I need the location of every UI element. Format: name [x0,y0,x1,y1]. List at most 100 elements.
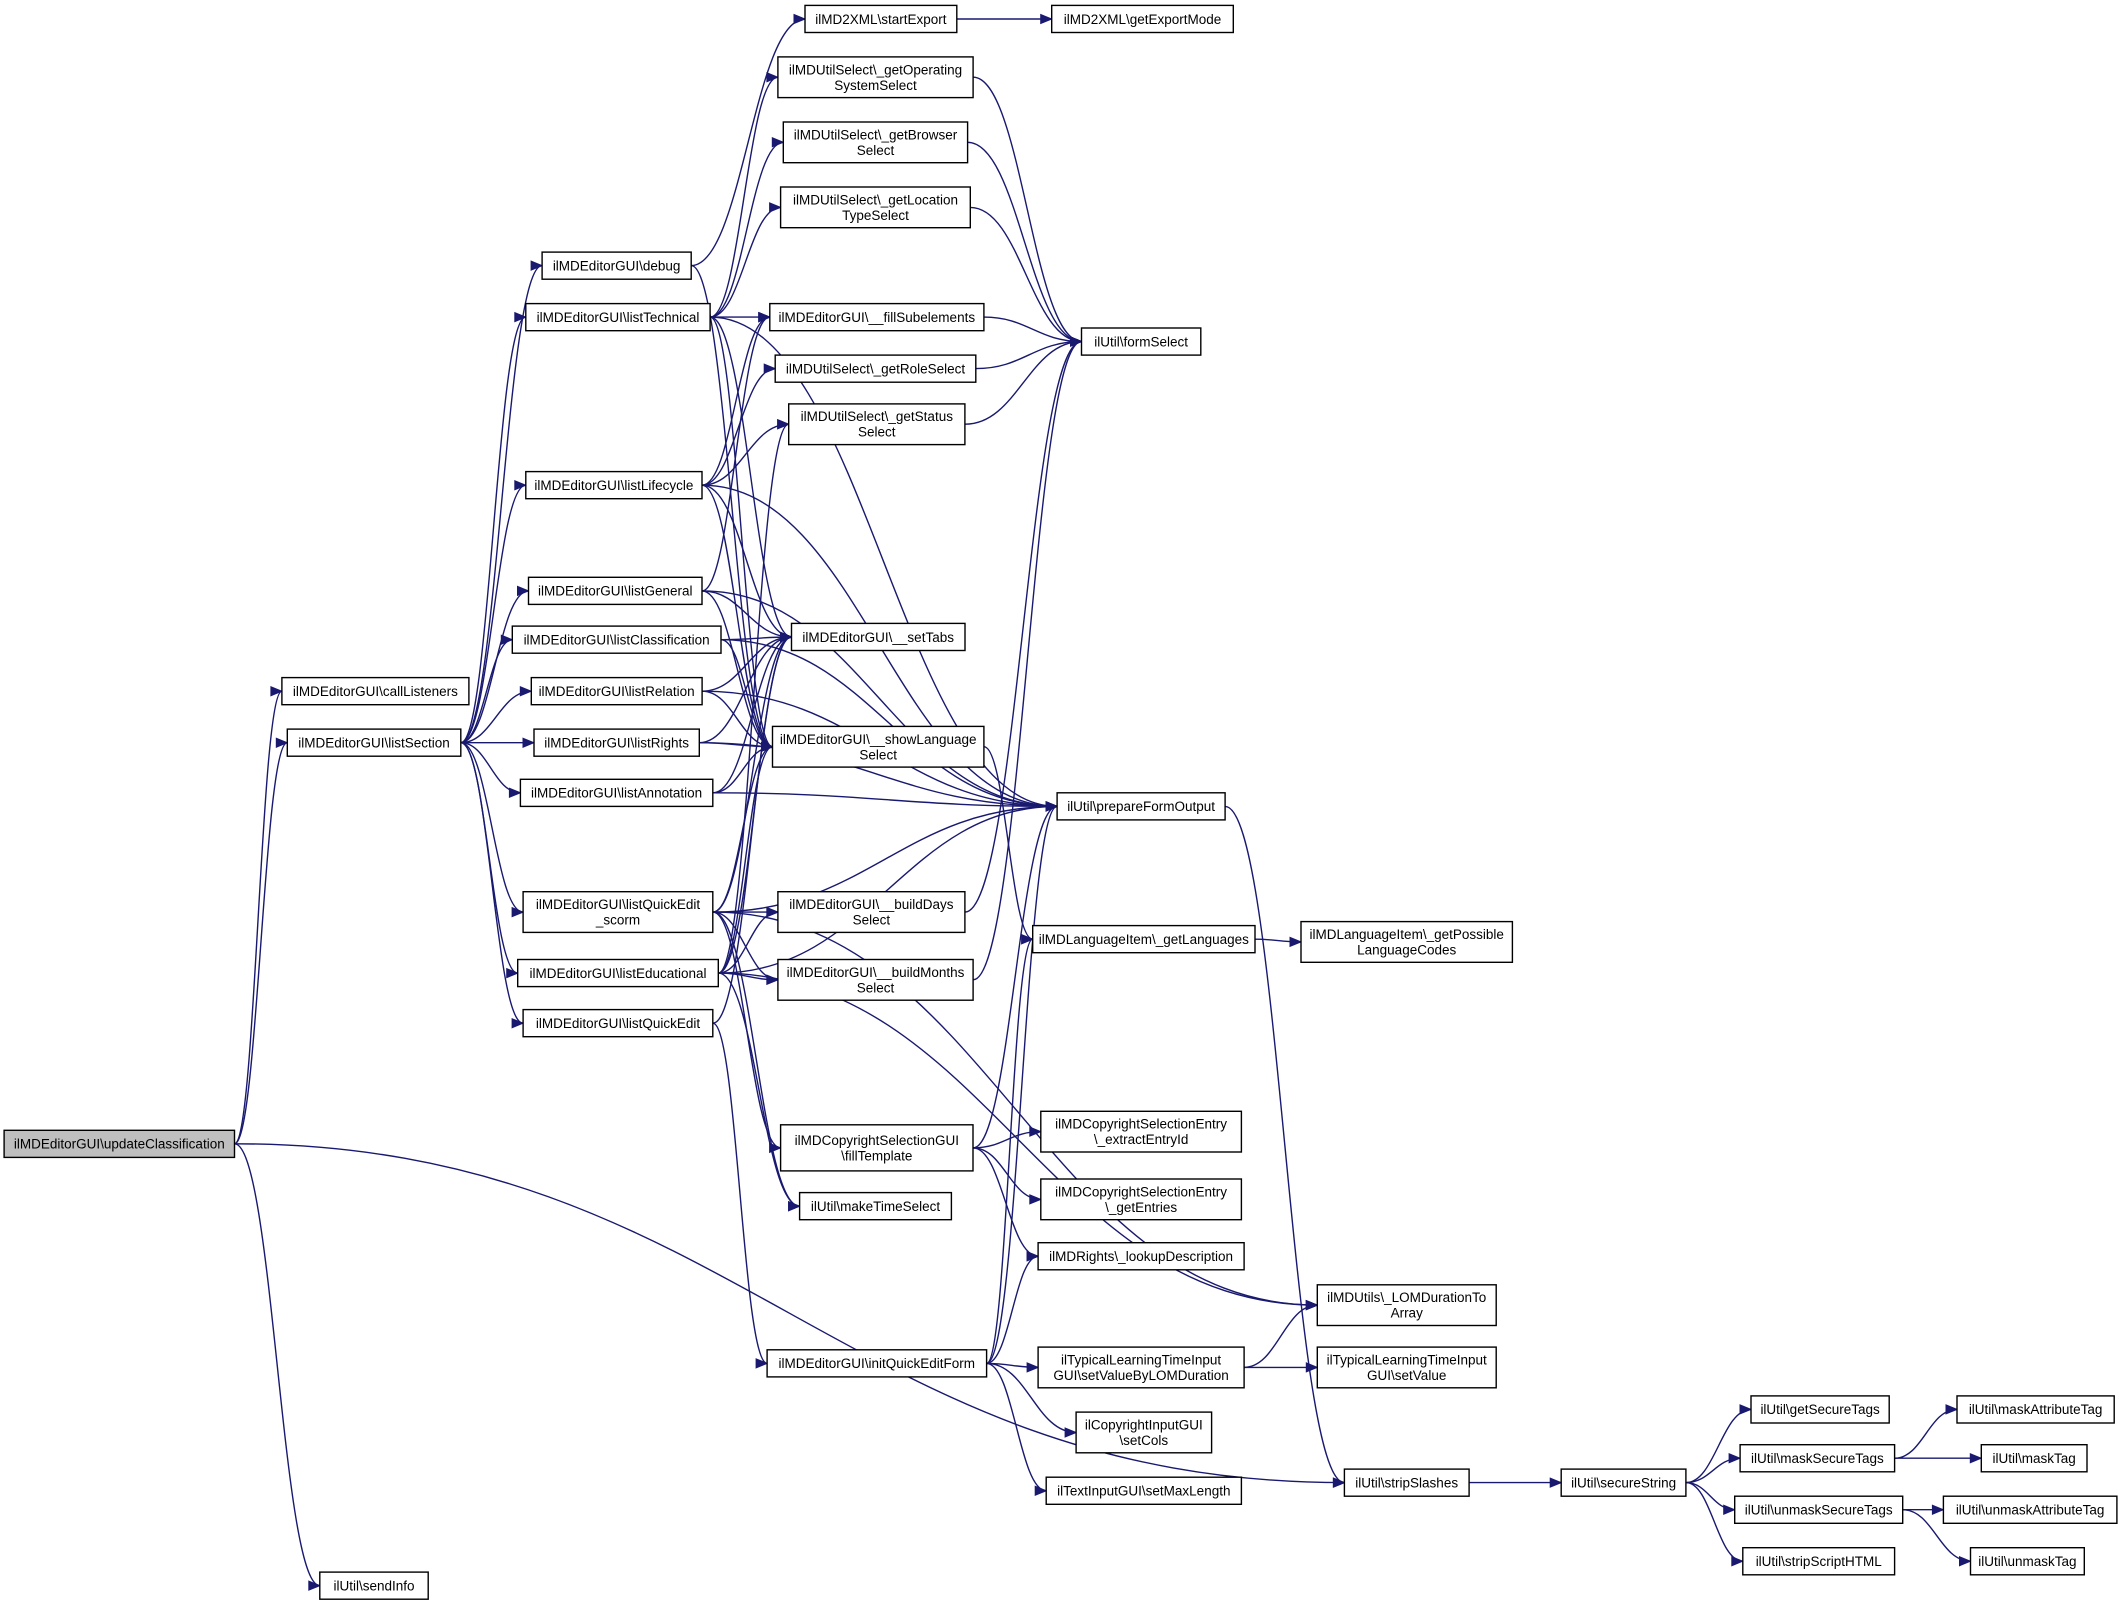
node-update-classification[interactable]: ilMDEditorGUI\updateClassification [3,1129,236,1159]
edge-list-technical-to-get-operating-system-select [709,71,780,318]
arrowhead [1731,1555,1745,1567]
edge-line [234,1143,1345,1484]
node-get-export-mode[interactable]: ilMD2XML\getExportMode [1050,4,1234,34]
node-list-section[interactable]: ilMDEditorGUI\listSection [286,728,462,757]
node-list-quick-edit-scorm[interactable]: ilMDEditorGUI\listQuickEdit_scorm [522,891,714,934]
edge-fill-subelements-to-form-select [983,316,1083,347]
node-get-languages[interactable]: ilMDLanguageItem\_getLanguages [1031,924,1256,954]
arrowhead [514,479,528,491]
node-get-role-select[interactable]: ilMDUtilSelect\_getRoleSelect [774,354,977,383]
edge-line [720,639,1058,808]
node-extract-entry-id[interactable]: ilMDCopyrightSelectionEntry\_extractEntr… [1040,1110,1243,1153]
node-prepare-form-output[interactable]: ilUtil\prepareFormOutput [1056,792,1226,821]
node-set-value-by-lomduration[interactable]: ilTypicalLearningTimeInputGUI\setValueBy… [1037,1346,1245,1389]
edge-update-classification-to-list-section [233,737,289,1145]
node-label: _scorm [595,913,640,928]
node-label: ilMDEditorGUI\__setTabs [802,630,954,645]
node-call-listeners[interactable]: ilMDEditorGUI\callListeners [281,676,470,706]
node-label: ilMDEditorGUI\listClassification [524,633,710,648]
edge-line [699,636,792,744]
edge-line [986,1362,1077,1434]
edge-line [720,639,773,748]
node-fill-template[interactable]: ilMDCopyrightSelectionGUI\fillTemplate [779,1124,974,1172]
node-debug[interactable]: ilMDEditorGUI\debug [541,251,692,280]
node-label: ilTypicalLearningTimeInput [1061,1353,1221,1368]
edge-unmask-secure-tags-to-unmask-tag [1902,1509,1972,1567]
node-set-tabs[interactable]: ilMDEditorGUI\__setTabs [790,622,966,652]
node-mask-attribute-tag[interactable]: ilUtil\maskAttributeTag [1956,1395,2115,1424]
node-secure-string[interactable]: ilUtil\secureString [1560,1468,1687,1497]
node-set-max-length[interactable]: ilTextInputGUI\setMaxLength [1045,1476,1243,1505]
node-unmask-secure-tags[interactable]: ilUtil\unmaskSecureTags [1733,1495,1904,1524]
edge-line [701,636,792,692]
edge-line [460,742,524,1024]
node-unmask-tag[interactable]: ilUtil\unmaskTag [1969,1546,2086,1576]
node-label: ilMDUtilSelect\_getOperating [789,62,962,77]
edge-show-language-select-to-get-languages [983,746,1035,945]
node-set-cols[interactable]: ilCopyrightInputGUI\setCols [1075,1411,1213,1454]
node-label: ilMDEditorGUI\listRelation [539,684,695,699]
node-list-relation[interactable]: ilMDEditorGUI\listRelation [530,676,703,706]
edge-line [986,1255,1039,1365]
node-mask-secure-tags[interactable]: ilUtil\maskSecureTags [1739,1443,1896,1473]
node-mask-tag[interactable]: ilUtil\maskTag [1980,1443,2088,1473]
node-label: Select [857,143,895,158]
arrowhead [1070,336,1083,347]
edge-line [712,636,792,1024]
node-label: ilMDEditorGUI\__showLanguage [780,732,977,747]
node-box [1316,1346,1497,1389]
edge-list-educational-to-show-language-select [718,741,774,974]
node-list-lifecycle[interactable]: ilMDEditorGUI\listLifecycle [525,470,703,500]
node-make-time-select[interactable]: ilUtil\makeTimeSelect [798,1191,953,1221]
edge-line [690,264,773,748]
edge-line [970,206,1082,343]
node-list-educational[interactable]: ilMDEditorGUI\listEducational [517,958,720,988]
node-label: \fillTemplate [841,1148,912,1163]
edge-line [460,484,527,744]
node-list-annotation[interactable]: ilMDEditorGUI\listAnnotation [519,778,714,808]
node-list-classification[interactable]: ilMDEditorGUI\listClassification [511,625,722,654]
node-lookup-description[interactable]: ilMDRights\_lookupDescription [1037,1241,1245,1271]
edge-line [967,141,1082,343]
node-list-quick-edit[interactable]: ilMDEditorGUI\listQuickEdit [522,1008,714,1038]
node-list-general[interactable]: ilMDEditorGUI\listGeneral [527,576,703,606]
node-send-info[interactable]: ilUtil\sendInfo [319,1571,429,1600]
edge-line [983,746,1033,940]
node-label: ilUtil\getSecureTags [1760,1402,1880,1417]
node-start-export[interactable]: ilMD2XML\startExport [804,4,958,34]
node-init-quick-edit-form[interactable]: ilMDEditorGUI\initQuickEditForm [766,1349,988,1378]
node-form-select[interactable]: ilUtil\formSelect [1080,327,1202,356]
edge-init-quick-edit-form-to-get-languages [985,933,1035,1365]
node-get-entries[interactable]: ilMDCopyrightSelectionEntry\_getEntries [1040,1178,1243,1221]
node-box [1075,1411,1213,1454]
node-label: ilMDEditorGUI\listQuickEdit [536,1016,701,1031]
node-get-possible-language-codes[interactable]: ilMDLanguageItem\_getPossibleLanguageCod… [1300,920,1514,963]
edge-list-section-to-debug [460,260,544,744]
edge-line [709,141,784,318]
node-unmask-attribute-tag[interactable]: ilUtil\unmaskAttributeTag [1942,1495,2118,1524]
edge-line [691,18,806,267]
node-list-technical[interactable]: ilMDEditorGUI\listTechnical [525,302,711,332]
edge-mask-secure-tags-to-mask-attribute-tag [1894,1404,1959,1459]
node-fill-subelements[interactable]: ilMDEditorGUI\__fillSubelements [769,302,985,332]
node-strip-script-html[interactable]: ilUtil\stripScriptHTML [1742,1546,1896,1576]
node-strip-slashes[interactable]: ilUtil\stripSlashes [1343,1468,1470,1497]
node-label: ilMDLanguageItem\_getPossible [1310,927,1504,942]
node-get-secure-tags[interactable]: ilUtil\getSecureTags [1750,1395,1890,1424]
edge-init-quick-edit-form-to-lookup-description [986,1251,1040,1365]
edge-init-quick-edit-form-to-set-cols [986,1362,1078,1438]
edge-line [701,316,770,486]
arrowhead [1045,801,1059,812]
node-list-rights[interactable]: ilMDEditorGUI\listRights [533,728,701,757]
edge-fill-template-to-get-entries [973,1147,1043,1205]
edge-list-general-to-fill-subelements [701,311,772,592]
